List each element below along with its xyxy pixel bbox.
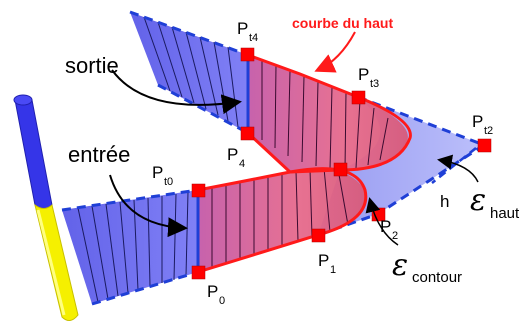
- label-pt3-sub: t3: [370, 78, 379, 90]
- label-p1-name: P: [318, 251, 329, 270]
- marker-p1: [311, 228, 326, 243]
- label-p4: P 4: [227, 145, 245, 170]
- exit-top-edge: [129, 10, 249, 57]
- marker-pt0: [191, 183, 206, 198]
- cylinder-yellow-shade: [36, 209, 66, 316]
- entry-bottom-edge: [91, 270, 199, 306]
- exit-label: sortie: [65, 53, 119, 78]
- label-pt2-name: P: [472, 112, 483, 131]
- channel-surface: [198, 55, 408, 272]
- label-pt0-sub: t0: [164, 176, 173, 188]
- exit-bottom-edge: [157, 83, 249, 135]
- h-label: h: [440, 192, 449, 211]
- inlet-cylinder: [13, 94, 79, 321]
- label-p4-name: P: [227, 145, 238, 164]
- cylinder-blue-part: [14, 96, 53, 209]
- top-curve-arrow: [314, 31, 356, 73]
- marker-p4: [240, 126, 255, 141]
- marker-pt3: [351, 90, 366, 105]
- entry-top-edge: [61, 188, 199, 212]
- label-p1-sub: 1: [330, 264, 336, 276]
- label-p2: P 2: [380, 217, 398, 242]
- exit-arrow: [111, 69, 242, 115]
- marker-p0: [191, 265, 206, 280]
- eps-top-arrow: [437, 154, 479, 183]
- label-pt0: P t0: [152, 163, 173, 188]
- label-pt3-name: P: [358, 65, 369, 84]
- label-p4-sub: 4: [239, 158, 245, 170]
- marker-pt2: [477, 138, 492, 153]
- bottom-curve: [197, 131, 368, 274]
- entry-label: entrée: [68, 142, 130, 167]
- cylinder-top-cap: [13, 94, 33, 106]
- entry-blue-region: [62, 190, 198, 304]
- label-pt4-sub: t4: [249, 32, 258, 44]
- channel-hatching: [211, 60, 389, 268]
- eps-top-symbol: ε: [470, 183, 486, 218]
- eps-contour-arrow: [365, 197, 399, 246]
- marker-pmid: [333, 162, 348, 177]
- label-pt2-sub: t2: [484, 125, 493, 137]
- label-pt2: P t2: [472, 112, 493, 137]
- label-pt4-name: P: [237, 19, 248, 38]
- marker-pt4: [240, 47, 255, 62]
- top-curve-label: courbe du haut: [292, 15, 393, 31]
- label-pt0-name: P: [152, 163, 163, 182]
- cylinder-yellow-part: [34, 203, 79, 321]
- label-pt3: P t3: [358, 65, 379, 90]
- top-curve: [197, 53, 412, 192]
- label-p0: P 0: [207, 282, 225, 307]
- exit-blue-region: [130, 12, 248, 133]
- label-p2-sub: 2: [392, 230, 398, 242]
- label-p0-name: P: [207, 282, 218, 301]
- label-p2-name: P: [380, 217, 391, 236]
- label-p0-sub: 0: [219, 295, 225, 307]
- eps-contour-symbol: ε: [392, 248, 408, 283]
- exit-surface: [129, 10, 249, 135]
- label-pt4: P t4: [237, 19, 258, 44]
- entry-surface: [61, 188, 199, 306]
- eps-contour-subscript: contour: [412, 269, 462, 286]
- exit-hatching: [143, 16, 239, 128]
- label-p1: P 1: [318, 251, 336, 276]
- entry-arrow: [109, 174, 188, 238]
- eps-top-subscript: haut: [490, 205, 520, 222]
- h-distance-line: [431, 147, 477, 184]
